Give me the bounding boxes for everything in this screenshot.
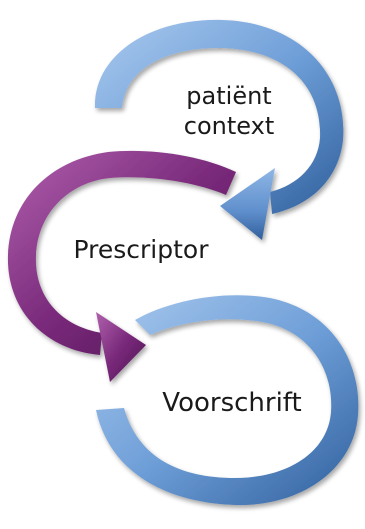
- node-label-voorschrift: Voorschrift: [162, 388, 301, 418]
- top-arrow-head: [220, 168, 275, 240]
- top-cycle-arrow: [94, 19, 344, 240]
- node-label-patient-context-line2: context: [184, 112, 274, 140]
- middle-arrow-head: [96, 312, 146, 382]
- middle-arrow-band: [7, 150, 236, 355]
- middle-cycle-arrow: [7, 150, 236, 382]
- node-label-patient-context-line1: patiënt: [186, 82, 271, 110]
- node-label-prescriptor: Prescriptor: [74, 235, 210, 264]
